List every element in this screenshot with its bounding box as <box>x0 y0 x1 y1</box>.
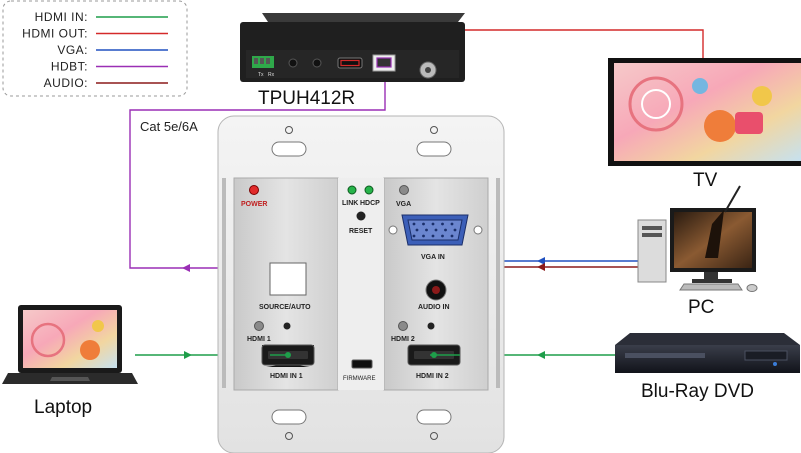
vga-pin <box>422 234 425 238</box>
cable-type-label: Cat 5e/6A <box>140 119 198 134</box>
source-auto-label: SOURCE/AUTO <box>259 304 311 311</box>
vga-pin <box>422 222 425 226</box>
hdmi-in-arrow-laptop <box>184 351 192 359</box>
tv-label: TV <box>693 170 718 191</box>
vga-label: VGA <box>396 201 411 208</box>
pc-device <box>637 185 758 292</box>
vga-pin <box>431 234 435 238</box>
reset-label: RESET <box>349 228 373 235</box>
hdmi1-label: HDMI 1 <box>247 336 271 343</box>
vga-pins <box>412 222 457 238</box>
vga-led <box>399 185 409 195</box>
receiver-port-label-tx: Tx <box>258 72 264 78</box>
legend-label: HDMI OUT: <box>22 27 88 41</box>
vga-pin <box>441 222 444 226</box>
vga-screw <box>388 225 398 235</box>
receiver-device: Tx Rx <box>240 13 465 82</box>
hdmi-in-1-plug <box>285 352 291 358</box>
legend-label: AUDIO: <box>44 76 88 90</box>
mouse-icon <box>746 284 758 292</box>
legend-label: HDBT: <box>51 60 88 74</box>
hdmi-in-2-plug <box>431 352 437 358</box>
plate-screw-hole <box>285 126 293 134</box>
vga-pin <box>441 234 444 238</box>
vga-pin <box>412 222 416 226</box>
receiver-model-label: TPUH412R <box>258 88 355 109</box>
vga-arrow <box>537 257 545 265</box>
legend: HDMI IN: HDMI OUT: VGA: HDBT: AUDIO: <box>2 0 188 97</box>
receiver-top <box>262 13 465 22</box>
legend-frame <box>2 0 188 97</box>
vga-pin <box>453 228 457 232</box>
laptop-device <box>2 305 138 384</box>
legend-label: HDMI IN: <box>35 10 88 24</box>
tv-screen-image <box>614 63 801 161</box>
vga-screw <box>473 225 483 235</box>
hdmi-in1-label: HDMI IN 1 <box>270 373 303 380</box>
hdbt-cable <box>129 68 386 269</box>
vga-pin <box>425 228 428 232</box>
cable-ends <box>270 352 460 358</box>
hdbt-arrow <box>182 264 190 272</box>
receiver-port-label-rx: Rx <box>268 72 275 78</box>
keyboard-icon <box>679 283 743 291</box>
source-auto-button[interactable] <box>269 262 307 296</box>
vga-pin <box>431 222 435 226</box>
receiver-port <box>312 58 322 68</box>
hdmi1-led <box>254 321 264 331</box>
pc-label: PC <box>688 297 714 318</box>
power-label: POWER <box>241 201 267 208</box>
link-label: LINK <box>342 200 358 207</box>
audio-arrow <box>537 263 545 271</box>
plate-slot <box>271 409 307 425</box>
plate-screw-hole <box>285 432 293 440</box>
vga-pin <box>415 228 419 232</box>
audio-in-label: AUDIO IN <box>418 304 450 311</box>
legend-label: VGA: <box>57 43 88 57</box>
plate-screw-hole <box>430 126 438 134</box>
laptop-label: Laptop <box>34 397 92 418</box>
hdmi2-label: HDMI 2 <box>391 336 415 343</box>
plate-screw-hole <box>430 432 438 440</box>
plate-slot <box>416 409 452 425</box>
tv-device <box>608 58 801 166</box>
receiver-hdmi-out-port <box>337 57 363 69</box>
hdcp-label: HDCP <box>360 200 380 207</box>
wall-plate-transmitter: POWER LINK HDCP RESET VGA VGA IN SOURCE/… <box>217 115 505 453</box>
hdmi-in2-label: HDMI IN 2 <box>416 373 449 380</box>
hdmi2-led <box>398 321 408 331</box>
vga-in-label: VGA IN <box>421 254 445 261</box>
vga-pin <box>412 234 416 238</box>
plate-slot <box>271 141 307 157</box>
link-led <box>347 185 357 195</box>
hdcp-led <box>364 185 374 195</box>
vga-pin <box>450 234 454 238</box>
receiver-port <box>288 58 298 68</box>
bluray-label: Blu-Ray DVD <box>641 381 754 402</box>
reset-button[interactable] <box>356 211 366 221</box>
bluray-device <box>615 333 800 373</box>
pc-tower-icon <box>637 219 667 283</box>
center-strip <box>338 178 384 390</box>
vga-pin <box>450 222 454 226</box>
power-led <box>249 185 259 195</box>
vga-pin <box>434 228 438 232</box>
legend-rows: HDMI IN: HDMI OUT: VGA: HDBT: AUDIO: <box>22 10 168 90</box>
plate-slot <box>416 141 452 157</box>
vga-pin <box>444 228 447 232</box>
hdmi-in-arrow-bluray <box>537 351 545 359</box>
firmware-port[interactable] <box>351 359 373 369</box>
firmware-label: FIRMWARE <box>343 376 375 382</box>
